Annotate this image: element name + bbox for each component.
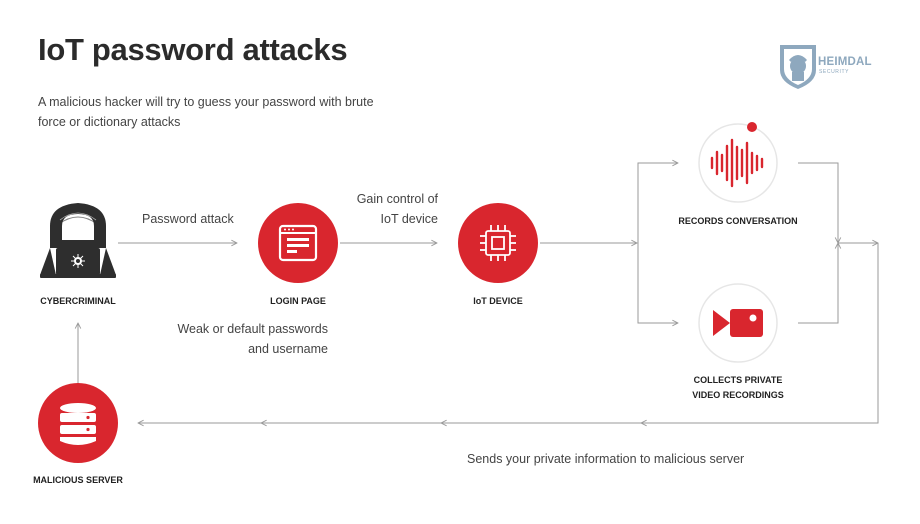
login-page-node <box>258 203 338 283</box>
recording-dot-icon <box>747 122 757 132</box>
gain-control-line1: Gain control of <box>356 192 438 206</box>
logo-tagline: SECURITY <box>819 69 850 75</box>
weak-passwords-line2: and username <box>248 342 328 356</box>
return-line <box>138 243 879 423</box>
logo-name: HEIMDAL <box>818 56 872 68</box>
sends-info-label: Sends your private information to malici… <box>467 452 745 466</box>
page-subtitle: A malicious hacker will try to guess you… <box>38 95 374 129</box>
iot-device-node <box>458 203 538 283</box>
password-attack-label: Password attack <box>142 212 234 226</box>
connectors <box>78 163 878 423</box>
iot-device-label: IoT DEVICE <box>473 296 523 306</box>
server-node <box>38 383 118 463</box>
weak-passwords-line1: Weak or default passwords <box>177 322 328 336</box>
collects-label-line1: COLLECTS PRIVATE <box>693 375 783 385</box>
records-label: RECORDS CONVERSATION <box>678 216 798 226</box>
arrow-records-out <box>798 162 838 243</box>
arrow-branch-to-video <box>637 243 678 323</box>
arrow-branch-to-records <box>637 163 678 243</box>
video-camera-icon <box>713 309 763 337</box>
hacker-icon <box>40 203 116 278</box>
page-title: IoT password attacks <box>38 32 348 67</box>
login-page-icon <box>278 224 318 262</box>
login-page-label: LOGIN PAGE <box>270 296 326 306</box>
collects-label-line2: VIDEO RECORDINGS <box>692 390 784 400</box>
cybercriminal-label: CYBERCRIMINAL <box>40 296 116 306</box>
heimdal-logo-icon <box>780 45 816 89</box>
database-icon <box>60 403 96 445</box>
video-node <box>698 283 778 363</box>
arrow-video-out <box>798 243 838 324</box>
sound-wave-icon <box>710 138 764 188</box>
records-node <box>698 122 778 203</box>
chip-icon <box>480 225 516 261</box>
server-label: MALICIOUS SERVER <box>33 475 123 485</box>
gain-control-line2: IoT device <box>380 212 438 226</box>
